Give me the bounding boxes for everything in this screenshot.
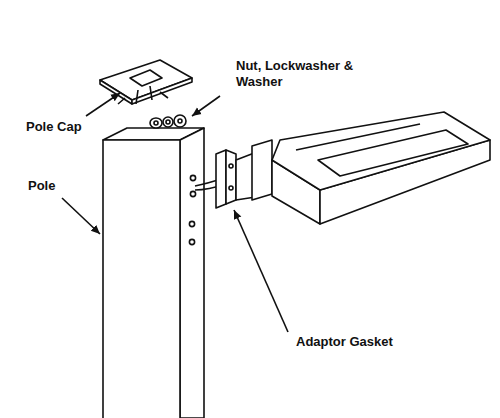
bolt-hole	[229, 164, 233, 168]
leader-arrow	[192, 96, 220, 116]
pole-front	[103, 140, 180, 418]
part-label: Pole Cap	[26, 119, 106, 135]
pole-hole	[189, 221, 194, 226]
part-label: Pole	[28, 178, 88, 194]
leader-arrow	[62, 198, 100, 234]
fixture-knuckle	[252, 140, 272, 200]
lockwasher	[163, 117, 173, 127]
adaptor-gasket	[216, 150, 226, 208]
part-label: Adaptor Gasket	[296, 334, 436, 350]
fixture-top	[272, 112, 490, 190]
pole-hole	[189, 239, 194, 244]
bolt-hole	[229, 186, 233, 190]
pole-cap-legs	[118, 86, 168, 104]
nut	[150, 118, 162, 128]
pole-cap-plate	[100, 60, 192, 100]
leader-arrow	[234, 210, 288, 332]
lockwasher-hole	[166, 120, 170, 124]
pole-cap-edge	[100, 80, 132, 104]
fixture-edge	[296, 124, 420, 150]
leader-arrow	[86, 93, 120, 116]
part-label: Nut, Lockwasher & Washer	[236, 58, 376, 90]
pole-hole	[190, 175, 195, 180]
washer-hole	[178, 119, 182, 123]
fixture-lens	[318, 130, 468, 176]
pole-cap-boss	[130, 70, 162, 86]
washer	[174, 115, 186, 127]
pole-hole	[190, 191, 195, 196]
pole-side	[180, 128, 204, 418]
adaptor-plate	[226, 150, 236, 204]
nut-hole	[154, 121, 158, 125]
